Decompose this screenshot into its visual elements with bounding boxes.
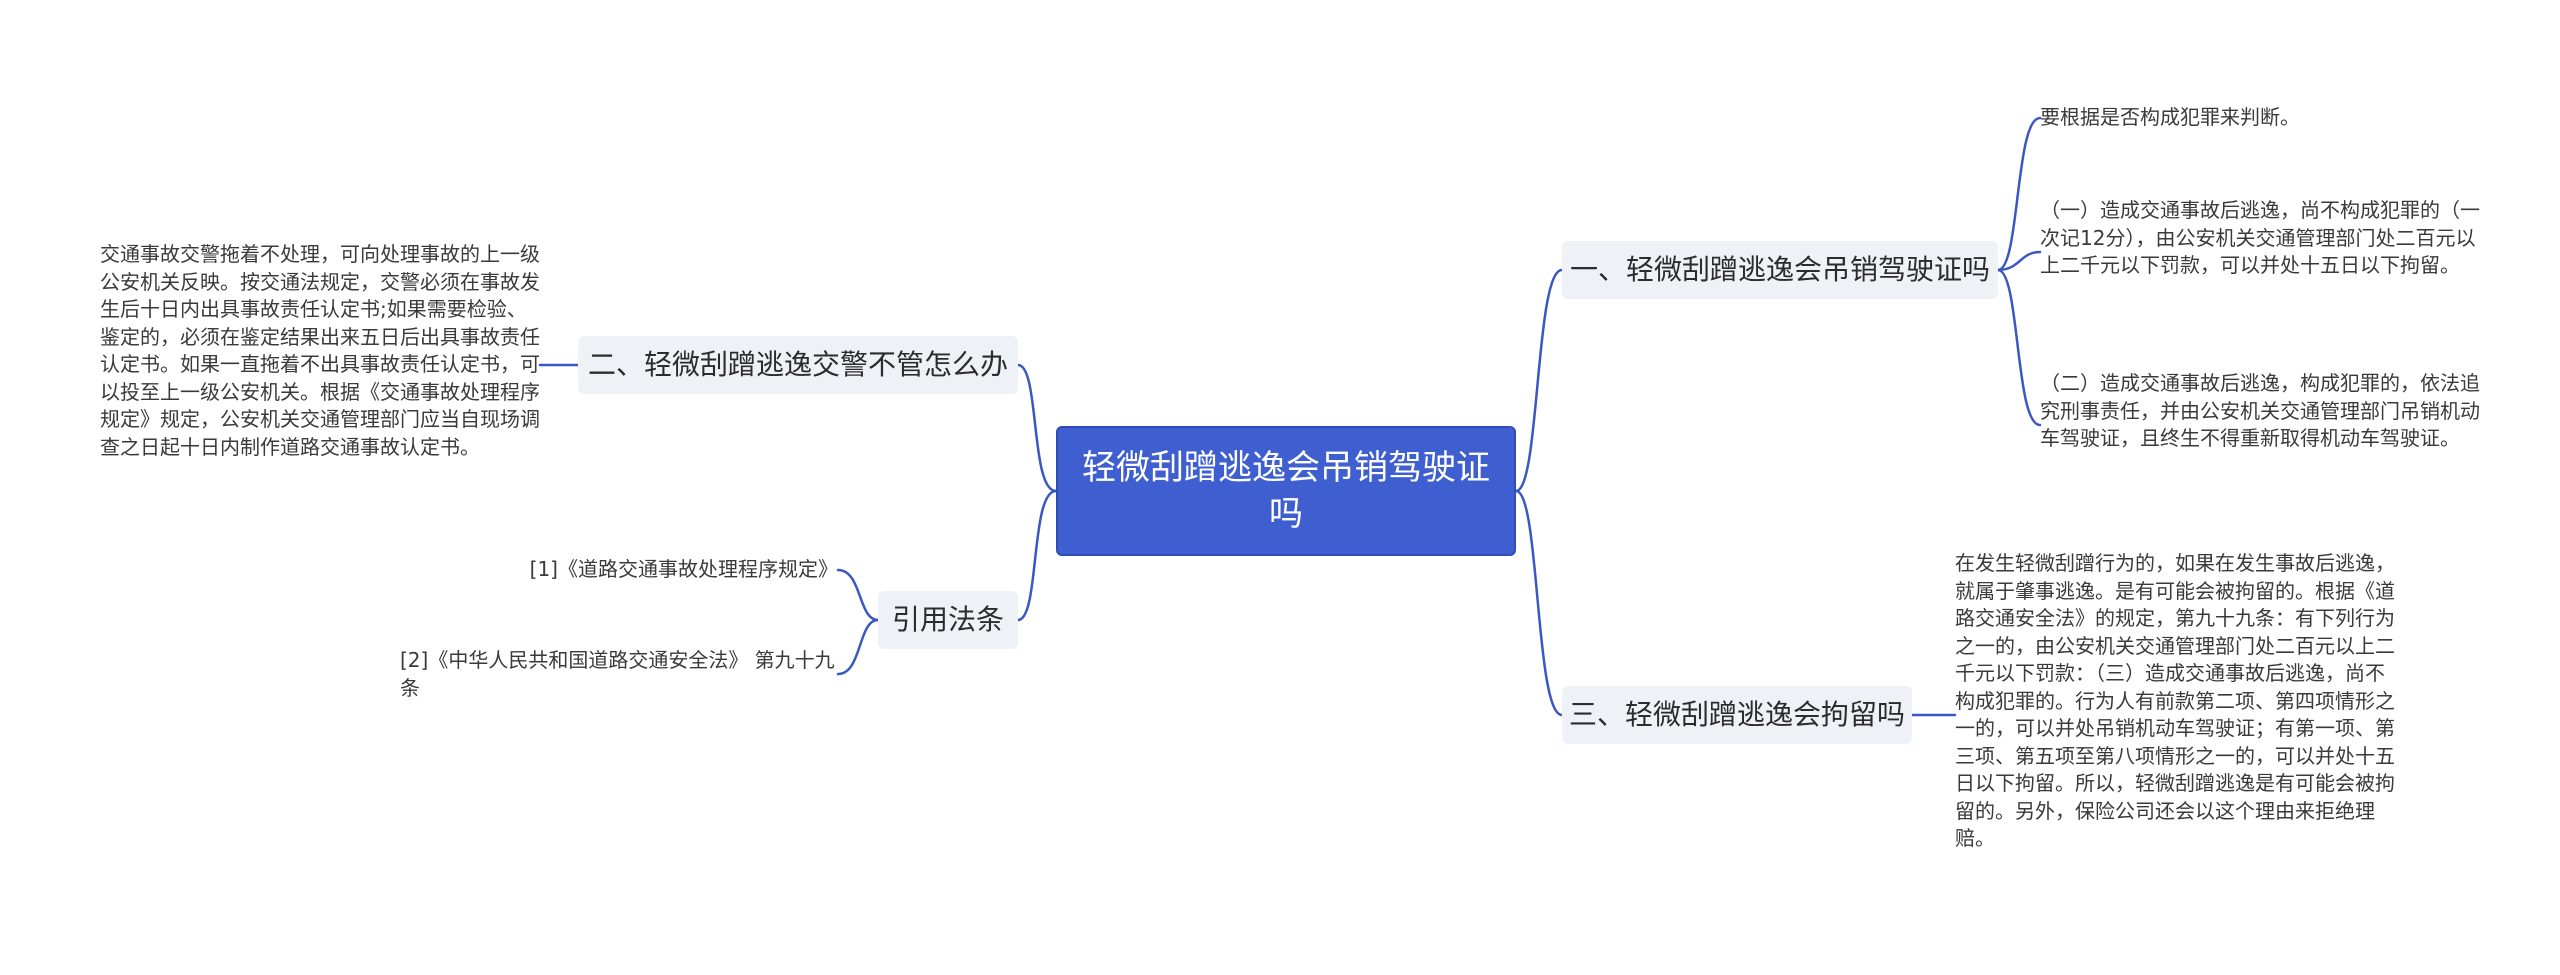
branch-label: 三、轻微刮蹭逃逸会拘留吗: [1569, 698, 1906, 731]
connector-root-b2: [1514, 489, 1564, 717]
branch-label: 二、轻微刮蹭逃逸交警不管怎么办: [588, 348, 1009, 381]
branch-label: 引用法条: [892, 603, 1005, 636]
branch-label: 一、轻微刮蹭逃逸会吊销驾驶证吗: [1570, 253, 1991, 286]
reference-item[interactable]: [1]《道路交通事故处理程序规定》: [529, 557, 838, 581]
root-node[interactable]: 轻微刮蹭逃逸会吊销驾驶证吗: [1056, 426, 1516, 556]
connector-root-b4: [1016, 489, 1058, 622]
reference-item[interactable]: [2]《中华人民共和国道路交通安全法》 第九十九条: [400, 648, 835, 700]
branch-detention[interactable]: 三、轻微刮蹭逃逸会拘留吗: [1562, 686, 1912, 744]
connector-b1-leaf3: [1996, 268, 2042, 427]
leaf-detention-explanation: 在发生轻微刮蹭行为的，如果在发生事故后逃逸，就属于肇事逃逸。是有可能会被拘留的。…: [1955, 551, 2395, 850]
leaf-police-inaction-explanation: 交通事故交警拖着不处理，可向处理事故的上一级公安机关反映。按交通法规定，交警必须…: [100, 242, 540, 459]
connector-b4-ref2: [836, 618, 880, 676]
leaf-judgement-basis: 要根据是否构成犯罪来判断。: [2040, 105, 2300, 129]
connector-b1-leaf2: [1996, 250, 2042, 272]
branch-revoke-license[interactable]: 一、轻微刮蹭逃逸会吊销驾驶证吗: [1562, 241, 1998, 299]
connector-root-b1: [1514, 268, 1564, 493]
leaf-not-criminal-penalty: （一）造成交通事故后逃逸，尚不构成犯罪的（一次记12分），由公安机关交通管理部门…: [2040, 198, 2480, 277]
connector-root-b3: [1016, 363, 1058, 493]
root-title: 轻微刮蹭逃逸会吊销驾驶证吗: [1082, 448, 1490, 534]
branch-cited-laws[interactable]: 引用法条: [878, 591, 1018, 649]
connector-b4-ref1: [836, 568, 880, 622]
leaf-criminal-penalty: （二）造成交通事故后逃逸，构成犯罪的，依法追究刑事责任，并由公安机关交通管理部门…: [2040, 371, 2480, 450]
connector-b1-leaf1: [1996, 116, 2042, 272]
branch-police-inaction[interactable]: 二、轻微刮蹭逃逸交警不管怎么办: [578, 336, 1018, 394]
